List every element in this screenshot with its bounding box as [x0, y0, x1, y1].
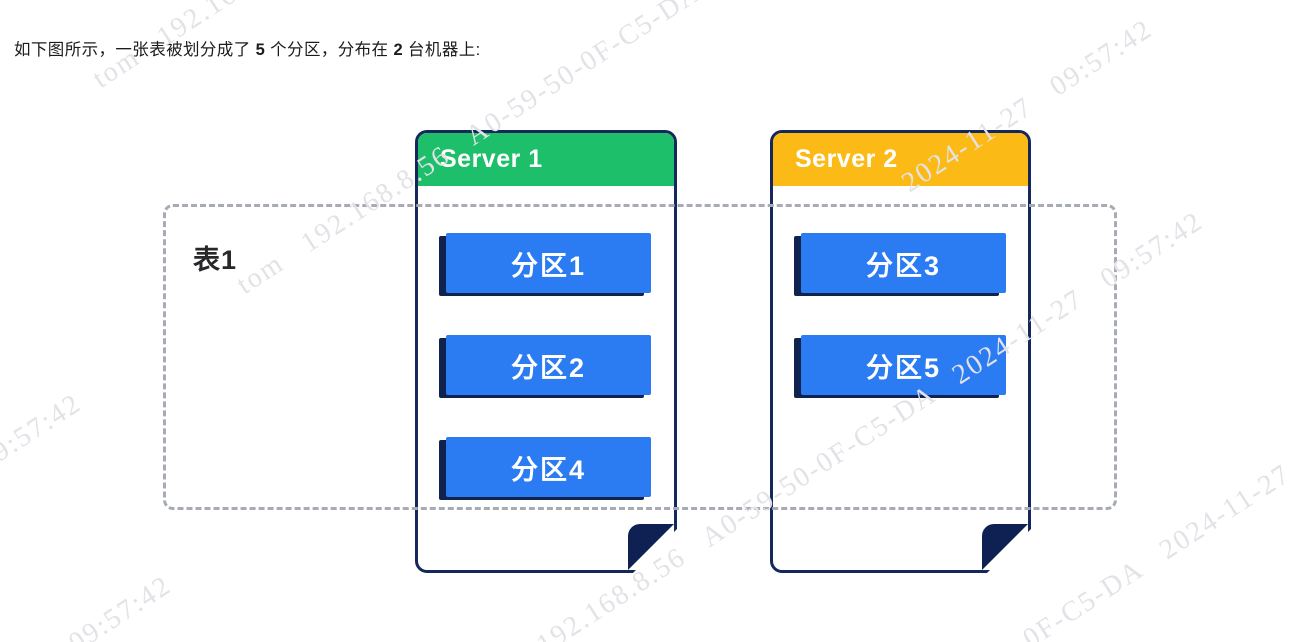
server-card-1: Server 1 分区1 分区2 分区4	[415, 130, 677, 573]
server-2-header: Server 2	[773, 133, 1028, 186]
partition-button-分区3[interactable]: 分区3	[801, 233, 1006, 293]
partition-button-分区4[interactable]: 分区4	[446, 437, 651, 497]
table-label: 表1	[193, 245, 238, 275]
intro-part1: 如下图所示，一张表被划分成了	[14, 40, 256, 59]
page-fold-icon	[982, 524, 1028, 570]
intro-count-partitions: 5	[255, 40, 266, 59]
server-1-header: Server 1	[418, 133, 674, 186]
watermark-text: 09:57:42	[0, 387, 88, 477]
partition-button-分区5[interactable]: 分区5	[801, 335, 1006, 395]
partition-button-分区2[interactable]: 分区2	[446, 335, 651, 395]
server-card-2: Server 2 分区3 分区5	[770, 130, 1031, 573]
intro-part2: 个分区，分布在	[265, 40, 394, 59]
intro-text: 如下图所示，一张表被划分成了 5 个分区，分布在 2 台机器上:	[14, 36, 481, 60]
partition-button-分区1[interactable]: 分区1	[446, 233, 651, 293]
watermark-text: 09:57:42	[63, 569, 178, 642]
intro-part3: 台机器上:	[403, 40, 481, 59]
page-fold-icon	[628, 524, 674, 570]
intro-count-servers: 2	[393, 40, 404, 59]
